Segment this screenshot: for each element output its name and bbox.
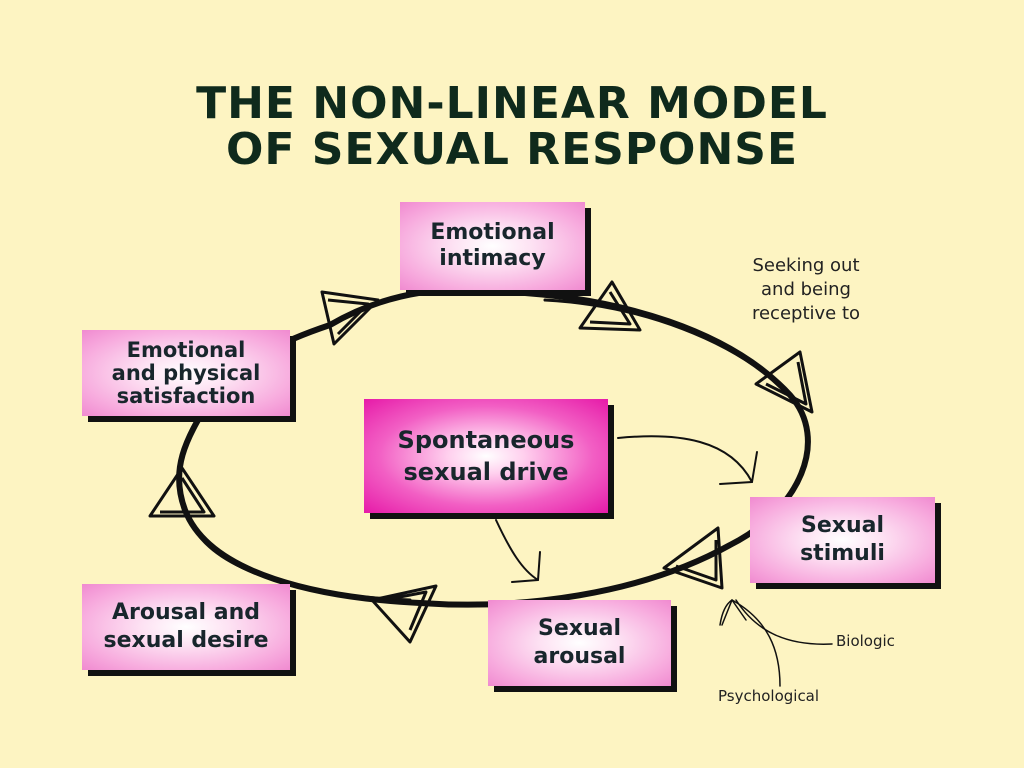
arrow-drive-to-arousal: [495, 519, 539, 581]
arrowhead-top: [578, 280, 642, 332]
arrowhead-top-left: [320, 290, 380, 346]
loop-arrowheads: [148, 280, 814, 644]
arrowhead-right: [754, 350, 814, 414]
influence-arrows: [719, 599, 833, 687]
annotation-psychological: Psychological: [718, 687, 820, 705]
node-sexual-stimuli: Sexual stimuli: [750, 497, 935, 583]
arrowhead-lower-right: [662, 526, 724, 590]
arrow-biologic: [735, 599, 833, 645]
annotation-biologic: Biologic: [836, 632, 895, 650]
arrow-psychological: [731, 599, 781, 687]
arrowhead-left: [148, 466, 216, 518]
arrow-drive-to-stimuli: [617, 435, 753, 483]
title-line-2: OF SEXUAL RESPONSE: [225, 124, 799, 175]
node-arousal-sexual-desire: Arousal and sexual desire: [82, 584, 290, 670]
node-sexual-arousal: Sexual arousal: [488, 600, 671, 686]
title-line-1: THE NON-LINEAR MODEL: [196, 78, 828, 129]
node-emotional-intimacy: Emotional intimacy: [400, 202, 585, 290]
annotation-seeking-out: Seeking out and being receptive to: [751, 255, 861, 324]
node-emotional-physical-satisfaction: Emotional and physical satisfaction: [82, 330, 290, 416]
arrowhead-bottom: [370, 584, 438, 644]
node-spontaneous-sexual-drive: Spontaneous sexual drive: [364, 399, 608, 513]
drive-arrows: [495, 435, 758, 583]
